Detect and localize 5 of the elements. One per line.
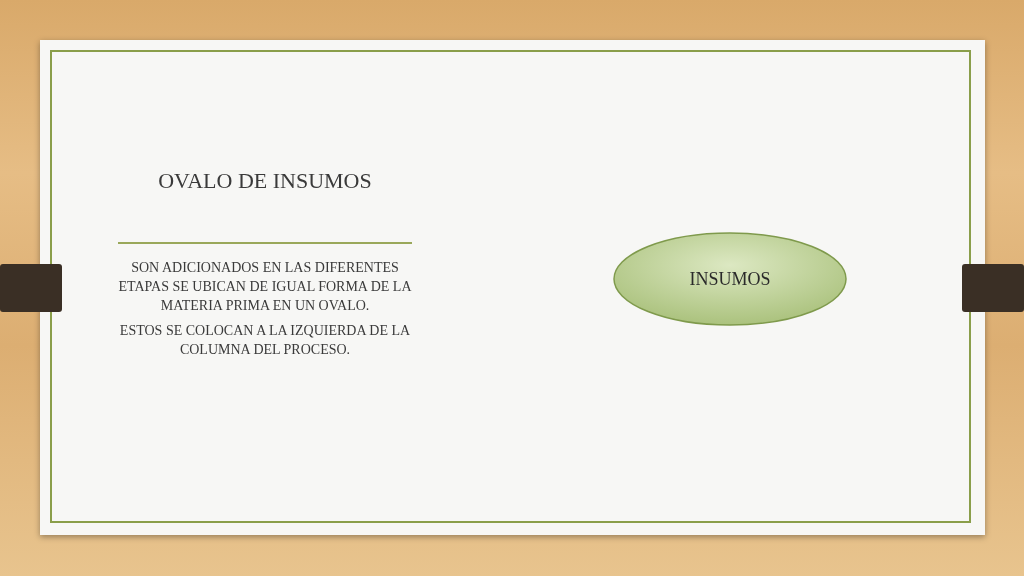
- slide-title: OVALO DE INSUMOS: [157, 168, 373, 194]
- body-text: SON ADICIONADOS EN LAS DIFERENTES ETAPAS SE UBICAN DE IGUAL FORMA DE LA MATERIA PRIMA EN UN OVALO.: [117, 259, 413, 315]
- oval-label: INSUMOS: [688, 268, 772, 290]
- body-text: ESTOS SE COLOCAN A LA IZQUIERDA DE LA COLUMNA DEL PROCESO.: [118, 322, 412, 359]
- input-oval: [613, 232, 847, 326]
